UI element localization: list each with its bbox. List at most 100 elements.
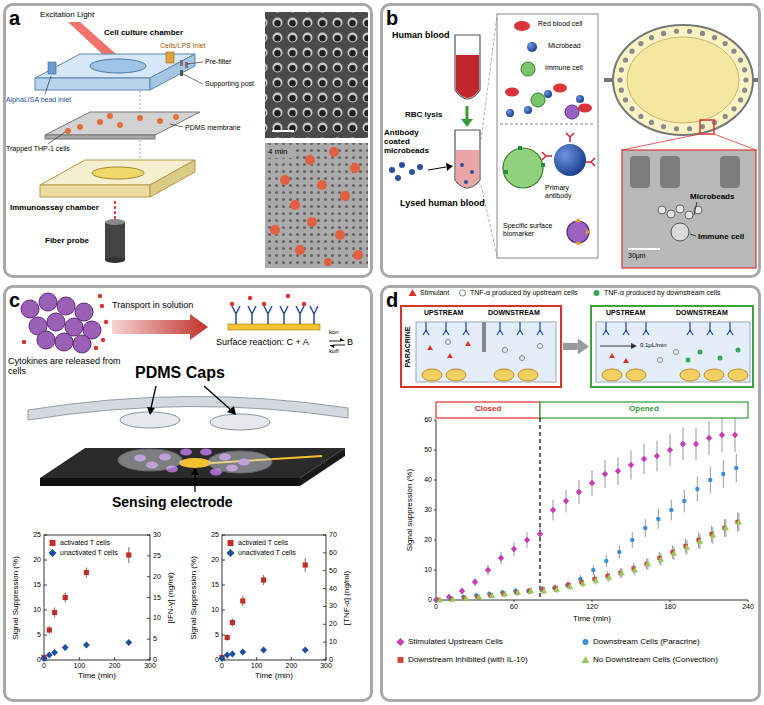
annotation-label: 15 xyxy=(33,581,41,589)
cytokine-release-part xyxy=(230,302,234,306)
sensor-device-part xyxy=(204,386,231,410)
scatter-chart-part xyxy=(434,480,436,481)
blood-tubes-part xyxy=(446,163,453,171)
scatter-chart-part xyxy=(147,535,150,536)
scatter-chart-part xyxy=(706,435,712,441)
scatter-chart-part xyxy=(567,583,573,588)
scatter-chart-part xyxy=(459,588,465,594)
sem-image-part xyxy=(335,230,345,240)
microfluidic-chamber-part xyxy=(446,340,451,345)
annotation-label: 25 xyxy=(211,531,219,539)
flow-arrow-part xyxy=(563,343,578,350)
microfluidic-chamber-part xyxy=(626,369,646,381)
scatter-chart-part xyxy=(541,588,547,593)
scatter-chart-part xyxy=(602,471,608,477)
annotation-label: 10 xyxy=(153,614,161,622)
legend-text: unactivated T cells xyxy=(238,549,296,557)
annotation-label: 0 xyxy=(220,662,224,670)
trap-post-part xyxy=(687,29,692,34)
cytokine-release-part xyxy=(94,346,98,350)
trap-post-part xyxy=(738,57,743,62)
zoom-callout-part xyxy=(542,152,552,160)
scatter-chart-part xyxy=(302,647,309,654)
annotation-label: 30 xyxy=(153,531,161,539)
trap-post-part xyxy=(617,77,622,82)
scatter-chart-part xyxy=(734,466,738,470)
annotation-label: [TNF-α] (ng/ml) xyxy=(342,570,351,624)
scatter-chart-part xyxy=(219,655,226,662)
scatter-chart-part xyxy=(323,606,326,607)
device-schematic-part xyxy=(166,52,174,63)
scatter-chart-part xyxy=(658,556,664,561)
annotation-label: 20 xyxy=(329,620,337,628)
cytokine-release-part xyxy=(98,294,102,298)
trap-post-part xyxy=(700,31,705,36)
trap-post-part xyxy=(661,124,666,129)
device-schematic-part xyxy=(105,257,125,263)
cytokine-release xyxy=(21,293,345,353)
scatter-chart-part xyxy=(721,472,725,476)
scatter-chart-part xyxy=(51,649,58,656)
legend-marker xyxy=(408,289,417,298)
trap-device-part xyxy=(694,202,697,215)
cytokine-release-part xyxy=(112,314,208,340)
scatter-chart-part xyxy=(323,660,326,661)
panel-letter: d xyxy=(386,289,398,312)
zoom-callout-part xyxy=(521,62,535,76)
annotation-label: Time (min) xyxy=(573,614,611,623)
legend-item: unactivated T cells xyxy=(48,549,118,558)
trap-post xyxy=(617,29,748,132)
scatter-chart-part xyxy=(641,456,647,462)
annotation-label: Fiber probe xyxy=(45,236,89,245)
annotation-label: 0 xyxy=(428,596,432,604)
scatter-chart-part xyxy=(47,627,52,632)
annotation-label: 0 xyxy=(37,656,41,664)
trap-device-part xyxy=(685,211,693,219)
box-text: UPSTREAM xyxy=(424,309,463,317)
sensor-device-part xyxy=(227,406,236,415)
scatter-chart-part xyxy=(619,570,625,575)
flow-arrow-part xyxy=(578,339,589,355)
device-schematic-part xyxy=(105,222,125,260)
scatter-chart-part xyxy=(323,552,326,553)
sem-image-part xyxy=(280,175,290,185)
cytokine-release-part xyxy=(104,320,108,324)
scatter-chart-part xyxy=(589,480,595,486)
scatter-chart-part xyxy=(62,644,69,651)
box-text: DOWNSTREAM xyxy=(676,309,728,317)
scatter-chart-part xyxy=(617,550,621,554)
blood-tubes-part xyxy=(481,185,497,256)
microfluidic-chamber-part xyxy=(728,369,748,381)
annotation-label: PDMS membrane xyxy=(185,124,241,132)
microfluidic-chamber-part xyxy=(520,356,525,361)
zoom-callout-part xyxy=(524,106,532,114)
device-schematic-part xyxy=(40,185,150,197)
annotation-label: 70 xyxy=(329,531,337,539)
scatter-chart-part xyxy=(222,535,225,536)
sensor-device-part xyxy=(40,478,300,486)
scatter-chart xyxy=(41,535,150,662)
scatter-chart-part xyxy=(537,531,543,537)
sensor-device-part xyxy=(200,449,212,456)
scatter-chart-part xyxy=(44,610,47,611)
scatter-chart-part xyxy=(147,555,150,556)
annotation-label: Red blood cell xyxy=(538,20,582,28)
annotation-label: Immunoassay chamber xyxy=(10,203,99,212)
blood-tubes-part xyxy=(428,167,446,170)
legend-item: Stimulated Upstream Cells xyxy=(396,637,503,646)
annotation-label: 180 xyxy=(664,603,676,611)
scatter-chart-part xyxy=(434,510,436,511)
trap-device-part xyxy=(720,156,740,188)
scatter-chart-part xyxy=(326,657,327,660)
sensor-device-part xyxy=(300,448,345,486)
scatter-chart-part xyxy=(528,588,534,593)
zoom-callout-part xyxy=(554,144,586,176)
blood-tubes-part xyxy=(395,175,401,181)
blood-tubes-part xyxy=(470,170,474,174)
annotation-label: 30 xyxy=(424,506,432,514)
annotation-label: Human blood xyxy=(392,30,450,40)
scatter-chart-part xyxy=(52,610,57,615)
trap-device-part xyxy=(658,206,666,214)
box-text: DOWNSTREAM xyxy=(488,309,540,317)
microfluidic-chamber-part xyxy=(736,348,741,353)
